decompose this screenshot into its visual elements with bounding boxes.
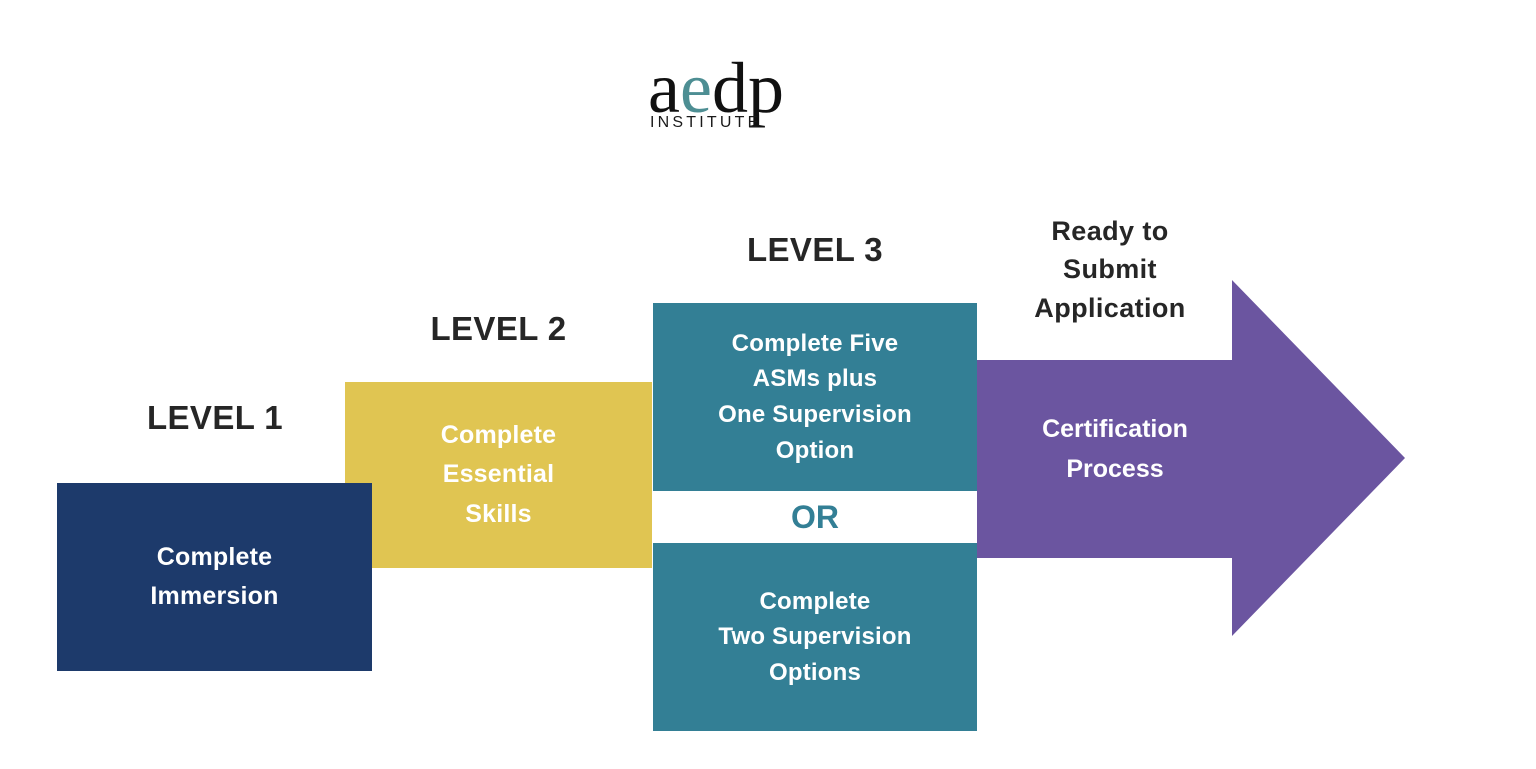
level-1-text: Complete Immersion — [150, 542, 279, 611]
certification-arrow-shape — [977, 258, 1409, 658]
logo-letter-a: a — [648, 48, 680, 128]
logo-subtitle: INSTITUTE — [650, 114, 762, 131]
level-2-box: Complete Essential Skills — [345, 382, 652, 568]
level-3-or-divider: OR — [653, 491, 977, 543]
logo-wordmark: aedp — [648, 52, 784, 124]
level-3-option-a-text: Complete Five ASMs plus One Supervision … — [718, 329, 912, 464]
level-3-option-a-box: Complete Five ASMs plus One Supervision … — [653, 303, 977, 491]
level-1-label: LEVEL 1 — [146, 399, 284, 436]
level-2-text: Complete Essential Skills — [440, 420, 557, 528]
aedp-institute-logo: aedp INSTITUTE — [648, 52, 808, 148]
or-label: OR — [791, 498, 839, 535]
level-2-label: LEVEL 2 — [430, 310, 567, 347]
level-3-label: LEVEL 3 — [746, 231, 884, 268]
logo-letters-dp: dp — [711, 48, 784, 128]
arrow-polygon — [977, 280, 1405, 636]
ready-to-submit-label: Ready to Submit Application — [1034, 216, 1186, 323]
logo-letter-e: e — [679, 48, 712, 128]
level-3-option-b-text: Complete Two Supervision Options — [718, 587, 912, 686]
level-1-box: Complete Immersion — [57, 483, 372, 671]
level-3-option-b-box: Complete Two Supervision Options — [653, 543, 977, 731]
arrow-svg — [977, 280, 1405, 636]
